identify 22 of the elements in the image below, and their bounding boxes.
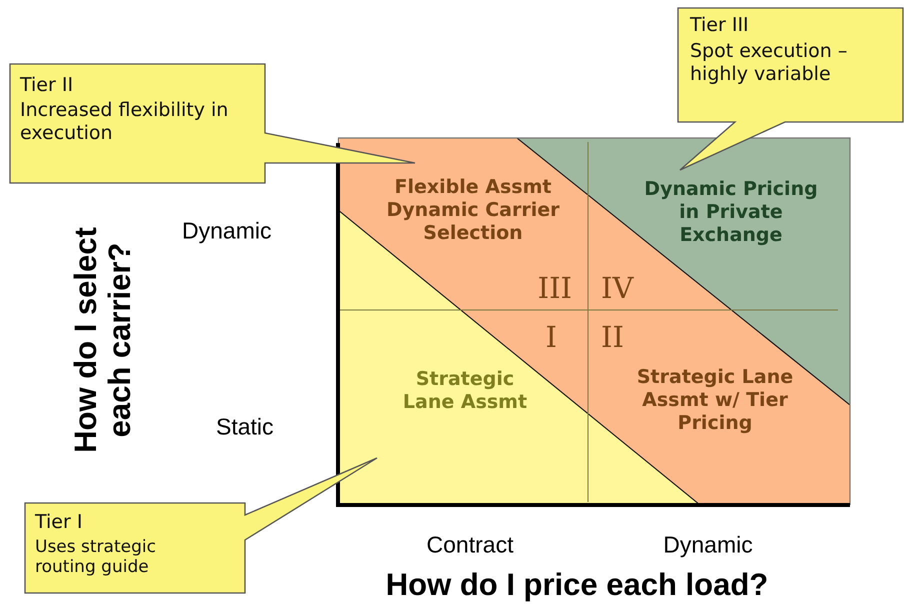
quadrant-number: II xyxy=(601,322,624,354)
quadrant-number: I xyxy=(546,322,557,354)
callout-title: Tier III xyxy=(690,14,750,37)
axis-title: How do I select each carrier? xyxy=(68,226,138,455)
callout-title: Tier II xyxy=(20,74,74,97)
axis-tick-label: Static xyxy=(216,414,274,440)
quadrant-number: IV xyxy=(601,273,634,305)
quadrant-number: III xyxy=(538,273,572,305)
speech-callout xyxy=(678,8,904,172)
region-label: Flexible Assmt Dynamic Carrier Selection xyxy=(386,176,560,244)
callout-title: Tier I xyxy=(35,511,84,534)
axis-title: How do I price each load? xyxy=(386,568,768,602)
callout-text: Spot execution – highly variable xyxy=(690,40,848,86)
region-label: Dynamic Pricing in Private Exchange xyxy=(643,178,819,246)
callout-text: Uses strategic routing guide xyxy=(35,537,157,578)
region-label: Strategic Lane Assmt xyxy=(402,368,528,414)
region-label: Strategic Lane Assmt w/ Tier Pricing xyxy=(636,366,794,434)
callout-text: Increased flexibility in execution xyxy=(20,99,230,145)
axis-tick-label: Dynamic xyxy=(663,532,753,558)
axis-tick-label: Contract xyxy=(426,532,514,558)
speech-callout xyxy=(25,457,379,594)
axis-tick-label: Dynamic xyxy=(182,218,272,244)
